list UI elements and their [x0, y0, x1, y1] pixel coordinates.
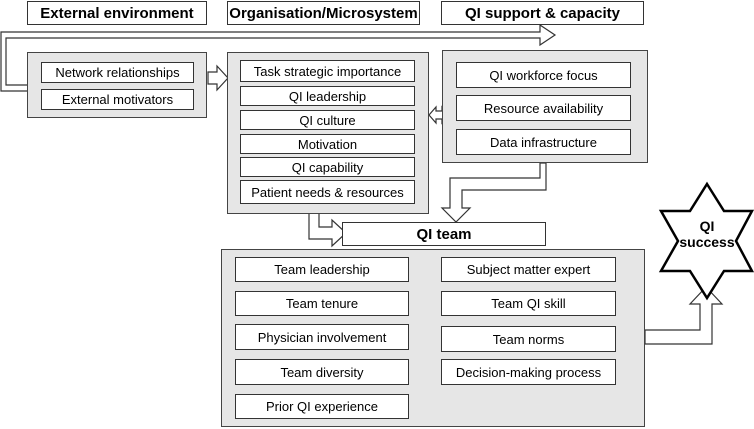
- factor-data-infrastructure: Data infrastructure: [456, 129, 631, 155]
- factor-external-motivators: External motivators: [41, 89, 194, 110]
- factor-qi-leadership: QI leadership: [240, 86, 415, 106]
- factor-qi-workforce-focus: QI workforce focus: [456, 62, 631, 88]
- organisation-to-team-arrow: [308, 212, 347, 248]
- qi-success-star: [658, 181, 754, 301]
- factor-decision-making-process: Decision-making process: [441, 359, 616, 385]
- factor-patient-needs-resources: Patient needs & resources: [240, 180, 415, 204]
- factor-motivation: Motivation: [240, 134, 415, 154]
- factor-task-strategic-importance: Task strategic importance: [240, 60, 415, 82]
- qi-team-title: QI team: [342, 222, 546, 246]
- factor-team-norms: Team norms: [441, 326, 616, 352]
- support-to-team-arrow: [440, 162, 547, 223]
- factor-network-relationships: Network relationships: [41, 62, 194, 83]
- factor-subject-matter-expert: Subject matter expert: [441, 257, 616, 282]
- header-organisation: Organisation/Microsystem: [227, 1, 420, 25]
- factor-team-diversity: Team diversity: [235, 359, 409, 385]
- qi-success-label: QI success: [672, 218, 742, 250]
- header-qi-support: QI support & capacity: [441, 1, 644, 25]
- factor-resource-availability: Resource availability: [456, 95, 631, 121]
- factor-team-qi-skill: Team QI skill: [441, 291, 616, 316]
- external-to-organisation-arrow: [207, 64, 229, 92]
- header-external-environment: External environment: [27, 1, 207, 25]
- factor-qi-culture: QI culture: [240, 110, 415, 130]
- factor-team-tenure: Team tenure: [235, 291, 409, 316]
- factor-team-leadership: Team leadership: [235, 257, 409, 282]
- factor-prior-qi-experience: Prior QI experience: [235, 394, 409, 419]
- qi-success-line2: success: [679, 234, 735, 250]
- factor-qi-capability: QI capability: [240, 157, 415, 177]
- qi-success-line1: QI: [699, 218, 715, 234]
- team-to-success-arrow: [644, 286, 724, 345]
- factor-physician-involvement: Physician involvement: [235, 324, 409, 350]
